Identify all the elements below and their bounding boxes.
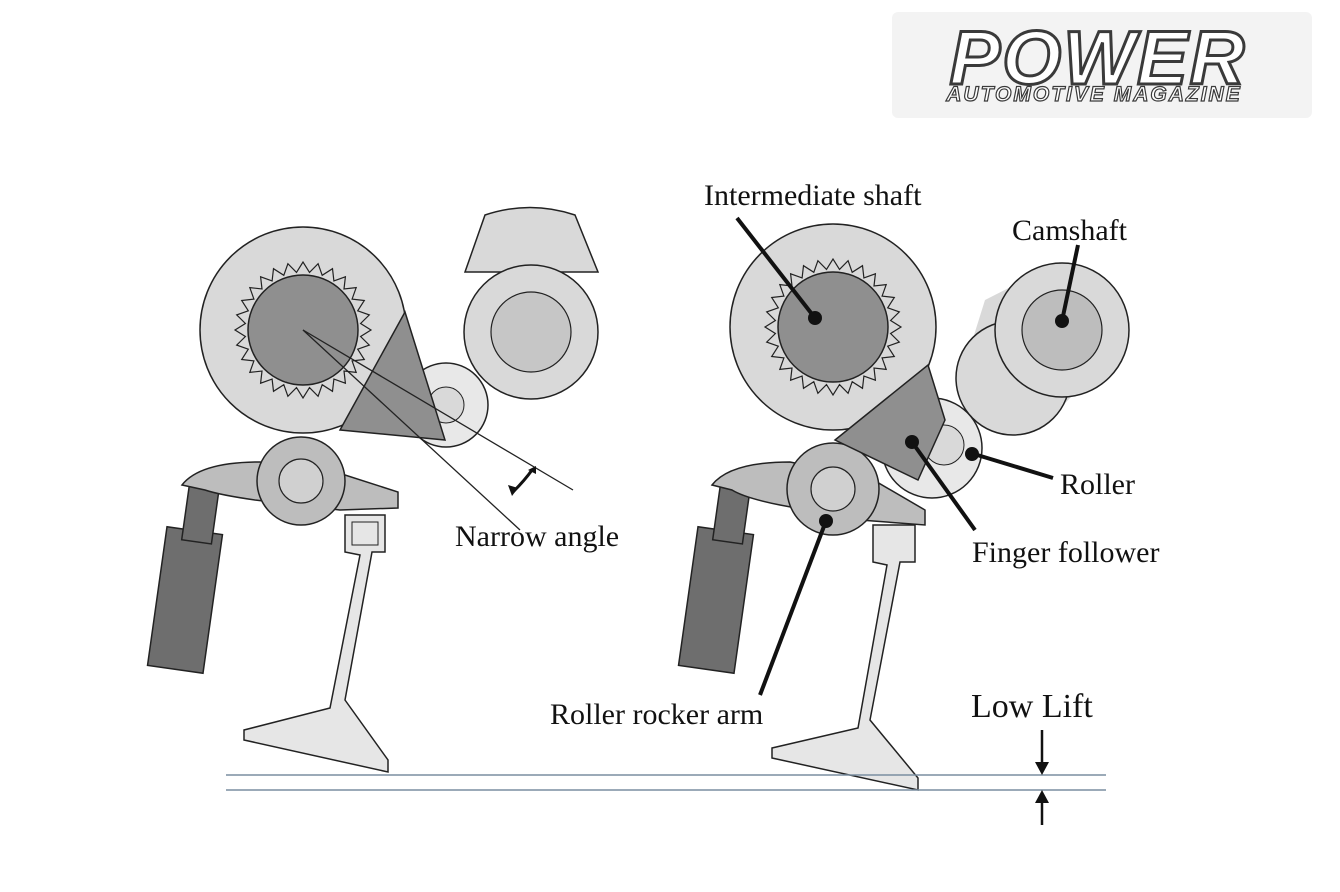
- right-camshaft: [955, 262, 1130, 436]
- right-valve: [771, 524, 919, 791]
- power-logo: POWER AUTOMOTIVE MAGAZINE: [892, 12, 1312, 118]
- left-intermediate-shaft: [199, 226, 447, 441]
- label-intermediate-shaft: Intermediate shaft: [704, 179, 922, 212]
- left-camshaft: [463, 206, 600, 400]
- left-mechanism: [146, 206, 600, 773]
- logo-subtitle: AUTOMOTIVE MAGAZINE: [945, 83, 1241, 106]
- right-lifter: [677, 525, 755, 675]
- callouts: [735, 216, 1080, 696]
- label-narrow-angle: Narrow angle: [455, 520, 619, 553]
- left-lifter: [146, 525, 224, 675]
- logo-title: POWER: [949, 16, 1246, 101]
- label-camshaft: Camshaft: [1012, 214, 1128, 247]
- left-valve: [243, 514, 389, 773]
- label-roller-rocker-arm: Roller rocker arm: [550, 698, 763, 731]
- lift-indicator: [226, 730, 1106, 825]
- label-finger-follower: Finger follower: [972, 536, 1159, 569]
- label-roller: Roller: [1060, 468, 1135, 501]
- label-low-lift: Low Lift: [971, 688, 1093, 725]
